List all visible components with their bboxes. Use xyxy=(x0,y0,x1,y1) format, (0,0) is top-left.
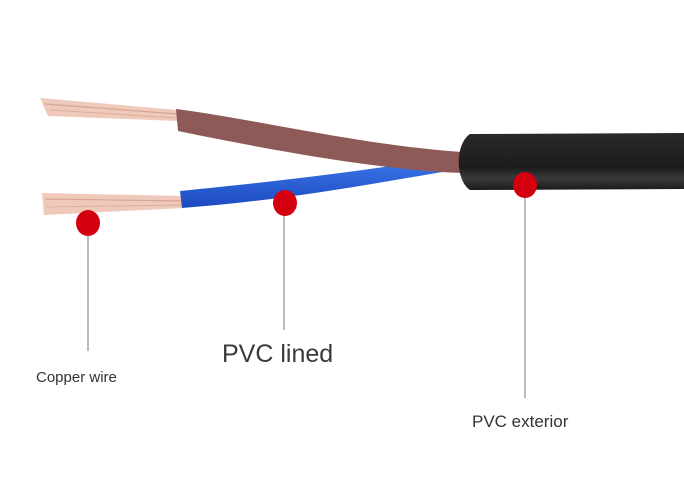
blue-insulated-wire xyxy=(180,158,455,208)
marker-dot-pvc-lined xyxy=(273,190,297,216)
label-pvc-lined: PVC lined xyxy=(222,340,334,368)
black-outer-jacket xyxy=(458,133,684,190)
label-copper-wire: Copper wire xyxy=(36,369,117,386)
copper-strands-upper xyxy=(40,98,179,121)
copper-strands-lower xyxy=(42,193,184,215)
marker-dot-pvc-exterior xyxy=(513,172,537,198)
brown-insulated-wire xyxy=(176,109,462,173)
label-pvc-exterior: PVC exterior xyxy=(472,412,569,431)
marker-dot-copper xyxy=(76,210,100,236)
